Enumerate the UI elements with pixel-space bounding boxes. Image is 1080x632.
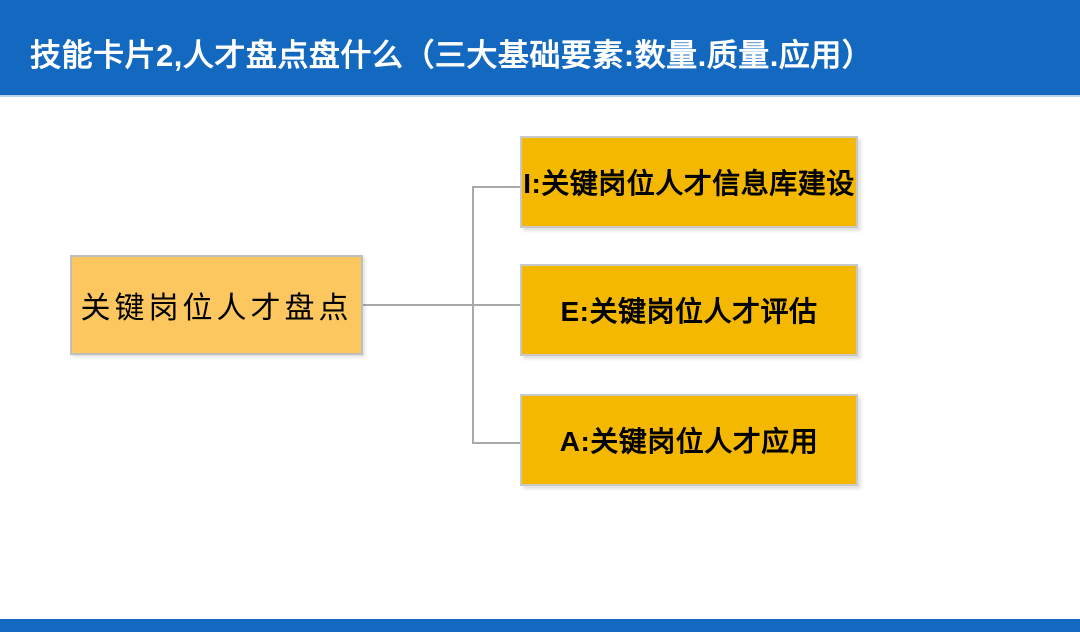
child-node-info-library: I:关键岗位人才信息库建设 [520,136,858,228]
connector-branch-info-library [472,186,520,188]
slide-title: 技能卡片2,人才盘点盘什么（三大基础要素:数量.质量.应用） [30,38,874,73]
connector-branch-application [472,442,520,444]
connector-root-horizontal [363,304,472,306]
child-node-application: A:关键岗位人才应用 [520,394,858,486]
root-node-talent-review: 关键岗位人才盘点 [70,255,363,355]
child-node-evaluation: E:关键岗位人才评估 [520,264,858,356]
connector-branch-evaluation [472,304,520,306]
header-bar: 技能卡片2,人才盘点盘什么（三大基础要素:数量.质量.应用） [0,0,1080,97]
footer-bar [0,619,1080,632]
connector-trunk-vertical [472,186,474,444]
